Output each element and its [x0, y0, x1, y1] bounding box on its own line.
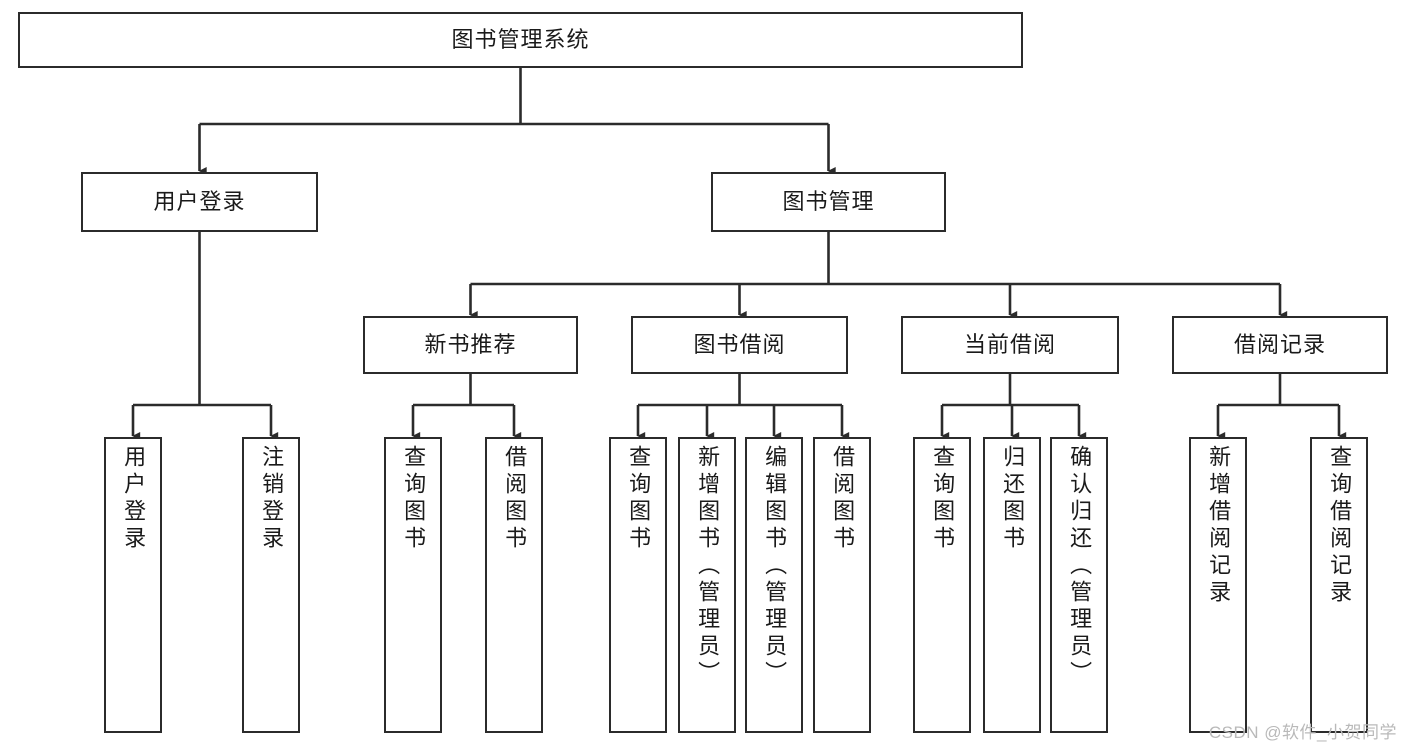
- node-book-manage[interactable]: 图书管理: [711, 172, 946, 232]
- node-leaf-logout[interactable]: 注销登录: [242, 437, 300, 733]
- node-label: 图书管理: [782, 189, 875, 215]
- node-label: 确认归还（管理员）: [1067, 445, 1093, 688]
- node-leaf-user-login[interactable]: 用户登录: [104, 437, 162, 733]
- node-new-book-rec[interactable]: 新书推荐: [363, 316, 578, 374]
- node-label: 归还图书: [1000, 445, 1026, 553]
- node-label: 注销登录: [259, 445, 285, 553]
- node-leaf-return-book[interactable]: 归还图书: [983, 437, 1041, 733]
- node-leaf-query-book-cur[interactable]: 查询图书: [913, 437, 971, 733]
- node-leaf-add-book[interactable]: 新增图书（管理员）: [678, 437, 736, 733]
- node-label: 查询图书: [626, 445, 652, 553]
- node-user-login[interactable]: 用户登录: [81, 172, 318, 232]
- node-leaf-query-record[interactable]: 查询借阅记录: [1310, 437, 1368, 733]
- node-book-borrow[interactable]: 图书借阅: [631, 316, 848, 374]
- node-label: 借阅记录: [1233, 332, 1326, 358]
- node-label: 图书借阅: [693, 332, 786, 358]
- node-label: 当前借阅: [963, 332, 1056, 358]
- node-leaf-borrow-book[interactable]: 借阅图书: [813, 437, 871, 733]
- node-leaf-query-book[interactable]: 查询图书: [609, 437, 667, 733]
- node-root[interactable]: 图书管理系统: [18, 12, 1023, 68]
- node-label: 查询图书: [401, 445, 427, 553]
- node-current-borrow[interactable]: 当前借阅: [901, 316, 1119, 374]
- csdn-watermark: CSDN @软件_小贺同学: [1208, 723, 1397, 742]
- node-leaf-query-book-rec[interactable]: 查询图书: [384, 437, 442, 733]
- node-label: 编辑图书（管理员）: [762, 445, 788, 688]
- node-label: 新增图书（管理员）: [695, 445, 721, 688]
- node-leaf-add-record[interactable]: 新增借阅记录: [1189, 437, 1247, 733]
- node-label: 借阅图书: [502, 445, 528, 553]
- node-leaf-confirm-return[interactable]: 确认归还（管理员）: [1050, 437, 1108, 733]
- node-label: 图书管理系统: [451, 27, 590, 53]
- node-label: 查询借阅记录: [1327, 445, 1353, 607]
- node-label: 新增借阅记录: [1206, 445, 1232, 607]
- node-label: 新书推荐: [424, 332, 517, 358]
- node-leaf-borrow-book-rec[interactable]: 借阅图书: [485, 437, 543, 733]
- node-label: 借阅图书: [830, 445, 856, 553]
- node-leaf-edit-book[interactable]: 编辑图书（管理员）: [745, 437, 803, 733]
- node-label: 用户登录: [153, 189, 246, 215]
- node-label: 用户登录: [121, 445, 147, 553]
- node-label: 查询图书: [930, 445, 956, 553]
- node-borrow-record[interactable]: 借阅记录: [1172, 316, 1388, 374]
